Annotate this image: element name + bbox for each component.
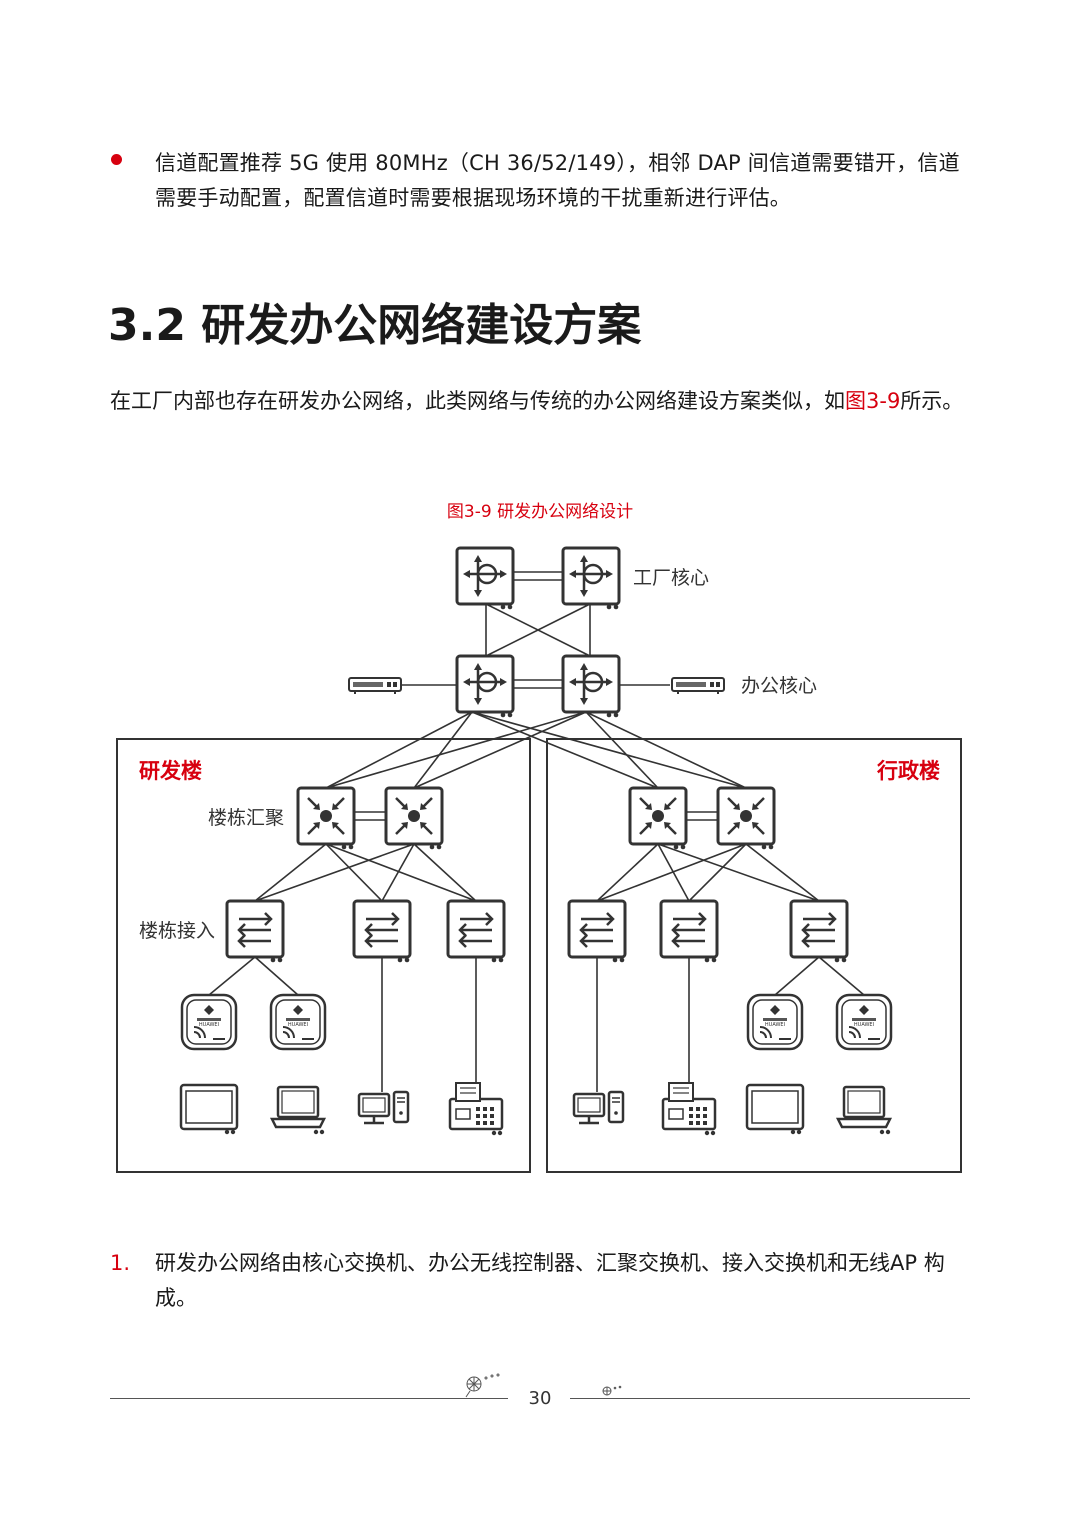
- intro-text: 在工厂内部也存在研发办公网络，此类网络与传统的办公网络建设方案类似，如: [110, 389, 845, 413]
- rd-building-box: [116, 738, 531, 1173]
- diagram-labels: 工厂核心 办公核心 研发楼 行政楼 楼栋汇聚 楼栋接入: [139, 567, 940, 942]
- dandelion-icon: [465, 1373, 500, 1398]
- page-number: 30: [528, 1388, 552, 1409]
- bullet-dot: [111, 154, 122, 165]
- office-core-switch-right: [561, 654, 621, 719]
- rd-access-switch-2: [352, 899, 412, 964]
- admin-building-box: [546, 738, 962, 1173]
- admin-laptop-icon: [836, 1085, 892, 1136]
- office-core-switch-left: [455, 654, 515, 719]
- aggregation-label: 楼栋汇聚: [208, 807, 284, 829]
- bullet-text: 信道配置推荐 5G 使用 80MHz（CH 36/52/149），相邻 DAP …: [155, 151, 960, 210]
- admin-phone-icon: [661, 1081, 717, 1137]
- admin-desktop-pc-icon: [572, 1090, 625, 1125]
- ap-brand-labels: HUAWEI HUAWEI HUAWEI HUAWEI: [199, 1022, 874, 1028]
- ap-brand-label: HUAWEI: [288, 1022, 308, 1028]
- wireless-controller-left: [348, 677, 402, 695]
- list-text: 研发办公网络由核心交换机、办公无线控制器、汇聚交换机、接入交换机和无线AP 构成…: [155, 1251, 945, 1310]
- numbered-list-item: 1. 研发办公网络由核心交换机、办公无线控制器、汇聚交换机、接入交换机和无线AP…: [110, 1246, 980, 1316]
- intro-paragraph: 在工厂内部也存在研发办公网络，此类网络与传统的办公网络建设方案类似，如图3-9所…: [110, 384, 980, 419]
- factory-core-switch-right: [561, 546, 621, 611]
- rd-aggregation-switch-1: [296, 786, 356, 851]
- factory-core-switch-left: [455, 546, 515, 611]
- intro-text-after: 所示。: [900, 389, 964, 413]
- office-core-label: 办公核心: [741, 675, 817, 697]
- admin-aggregation-switch-2: [716, 786, 776, 851]
- dandelion-small-icon: [602, 1385, 622, 1396]
- access-label: 楼栋接入: [139, 920, 215, 942]
- admin-access-switch-2: [659, 899, 719, 964]
- rd-building-label: 研发楼: [139, 759, 202, 783]
- bullet-item: 信道配置推荐 5G 使用 80MHz（CH 36/52/149），相邻 DAP …: [110, 146, 980, 216]
- admin-access-switch-1: [567, 899, 627, 964]
- rd-desktop-pc-icon: [357, 1090, 410, 1125]
- section-title: 3.2 研发办公网络建设方案: [108, 300, 642, 351]
- footer-rule-left: [110, 1398, 508, 1399]
- rd-access-switch-3: [446, 899, 506, 964]
- rd-aggregation-switch-2: [384, 786, 444, 851]
- admin-tablet-icon: [745, 1083, 805, 1136]
- ap-brand-label: HUAWEI: [765, 1022, 785, 1028]
- connection-lines: [208, 571, 865, 1092]
- rd-tablet-icon: [179, 1083, 239, 1136]
- ap-brand-label: HUAWEI: [199, 1022, 219, 1028]
- figure-reference-link[interactable]: 图3-9: [845, 389, 901, 413]
- factory-core-label: 工厂核心: [633, 567, 709, 589]
- rd-phone-icon: [448, 1081, 504, 1137]
- list-marker: 1.: [110, 1251, 131, 1275]
- wireless-controller-right: [671, 677, 725, 695]
- ap-brand-label: HUAWEI: [854, 1022, 874, 1028]
- figure-caption: 图3-9 研发办公网络设计: [446, 502, 634, 522]
- admin-building-label: 行政楼: [876, 759, 940, 783]
- footer-rule-right: [570, 1398, 970, 1399]
- admin-aggregation-switch-1: [628, 786, 688, 851]
- rd-access-switch-1: [225, 899, 285, 964]
- rd-laptop-icon: [270, 1085, 326, 1136]
- admin-access-switch-3: [789, 899, 849, 964]
